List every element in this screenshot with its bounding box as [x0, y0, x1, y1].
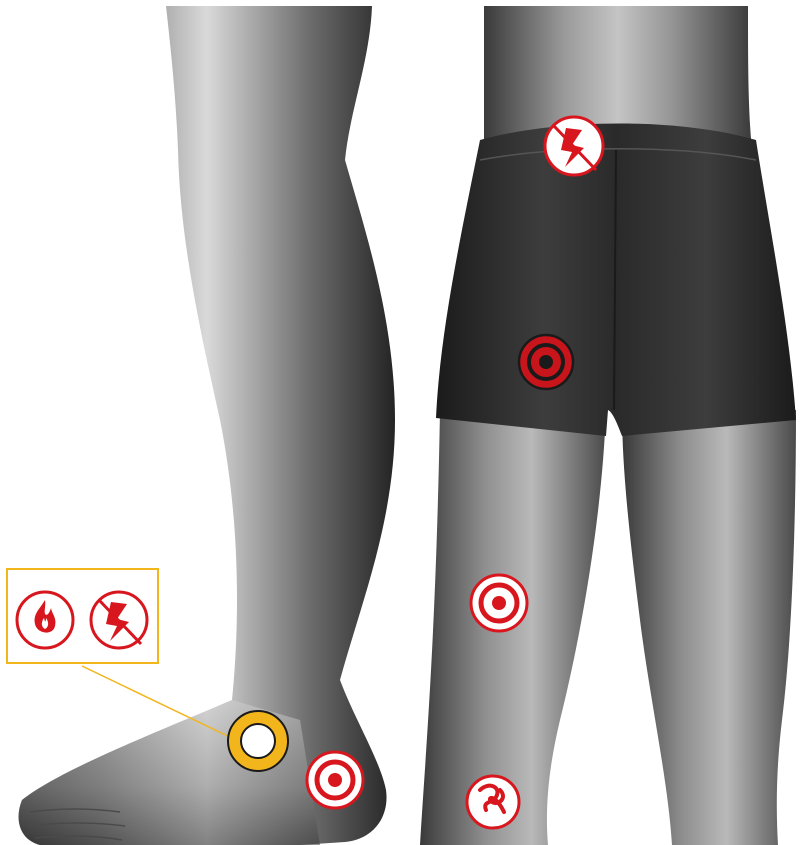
heel-marker[interactable] [307, 752, 363, 808]
back-view [420, 6, 796, 845]
callout-icons [8, 570, 157, 662]
buttock-marker[interactable] [519, 335, 573, 389]
calf-marker[interactable] [467, 776, 519, 828]
no-lightning-icon [91, 592, 147, 648]
lower-back-marker[interactable] [545, 117, 603, 175]
side-view-leg [19, 6, 395, 845]
back-thigh-marker[interactable] [471, 575, 527, 631]
fire-icon [17, 592, 73, 648]
ring-icon [241, 724, 275, 758]
right-back-leg [622, 410, 796, 845]
ankle-marker[interactable] [228, 711, 288, 771]
callout-connector [82, 666, 236, 740]
symptom-callout-box [6, 568, 159, 664]
